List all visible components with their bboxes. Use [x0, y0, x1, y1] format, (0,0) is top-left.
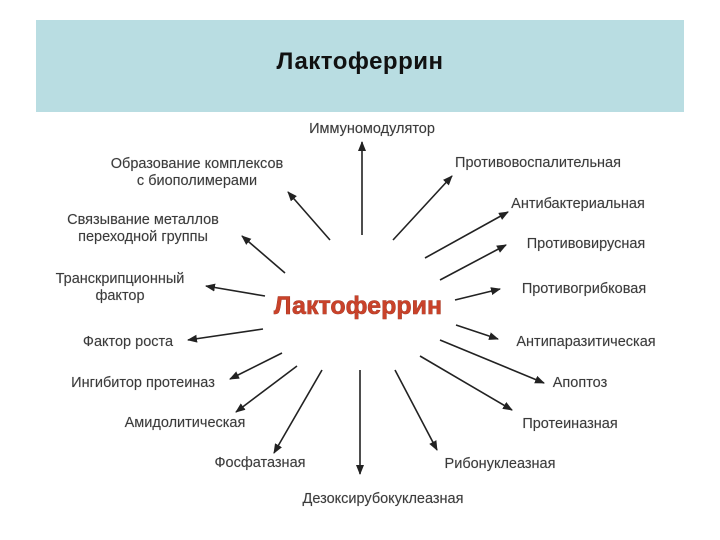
node-apoptosis: Апоптоз	[553, 375, 608, 391]
arrow-phosphatase	[273, 369, 323, 454]
node-metal-binding-line: переходной группы	[78, 229, 208, 245]
arrow-antiviral	[439, 244, 507, 281]
arrow-biopolymer-complexes	[287, 191, 331, 241]
title-bar	[36, 20, 684, 112]
slide-title: Лактоферрин	[276, 48, 444, 75]
node-biopolymer-complexes-line: с биополимерами	[137, 173, 257, 189]
node-amidolytic: Амидолитическая	[125, 415, 246, 431]
arrow-antiparasitic	[455, 324, 499, 340]
node-anti-inflammatory-line: Противовоспалительная	[455, 155, 621, 171]
node-phosphatase: Фосфатазная	[215, 455, 306, 471]
node-antiparasitic-line: Антипаразитическая	[516, 334, 655, 350]
node-antibacterial: Антибактериальная	[511, 196, 645, 212]
node-deoxyribonuclease: Дезоксирубокуклеазная	[303, 491, 464, 507]
node-antiparasitic: Антипаразитическая	[516, 334, 655, 350]
node-proteinase: Протеиназная	[522, 416, 617, 432]
node-antiviral: Противовирусная	[527, 236, 646, 252]
node-amidolytic-line: Амидолитическая	[125, 415, 246, 431]
node-phosphatase-line: Фосфатазная	[215, 455, 306, 471]
node-biopolymer-complexes-line: Образование комплексов	[111, 156, 284, 172]
node-antiviral-line: Противовирусная	[527, 236, 646, 252]
node-antibacterial-line: Антибактериальная	[511, 196, 645, 212]
arrow-transcription-factor	[205, 283, 266, 297]
node-transcription-factor-line: Транскрипционный	[56, 271, 185, 287]
arrow-metal-binding	[241, 235, 286, 274]
node-deoxyribonuclease-line: Дезоксирубокуклеазная	[303, 491, 464, 507]
node-growth-factor-line: Фактор роста	[83, 334, 174, 350]
node-protease-inhibitor: Ингибитор протеиназ	[71, 375, 215, 391]
arrow-proteinase	[419, 355, 513, 411]
node-anti-inflammatory: Противовоспалительная	[455, 155, 621, 171]
arrow-anti-inflammatory	[392, 175, 453, 241]
arrow-antifungal	[454, 287, 501, 301]
node-antifungal: Противогрибковая	[522, 281, 646, 297]
node-transcription-factor-line: фактор	[95, 288, 144, 304]
arrow-growth-factor	[187, 328, 264, 343]
center-label: Лактоферрин	[274, 292, 442, 320]
node-proteinase-line: Протеиназная	[522, 416, 617, 432]
node-ribonuclease-line: Рибонуклеазная	[445, 456, 556, 472]
node-apoptosis-line: Апоптоз	[553, 375, 608, 391]
node-growth-factor: Фактор роста	[83, 334, 174, 350]
arrow-antibacterial	[424, 211, 509, 259]
arrow-apoptosis	[439, 339, 545, 384]
node-immunomodulator-line: Иммуномодулятор	[309, 121, 435, 137]
node-antifungal-line: Противогрибковая	[522, 281, 646, 297]
node-protease-inhibitor-line: Ингибитор протеиназ	[71, 375, 215, 391]
arrow-ribonuclease	[394, 369, 438, 451]
arrow-amidolytic	[235, 365, 298, 413]
node-metal-binding-line: Связывание металлов	[67, 212, 219, 228]
arrow-protease-inhibitor	[229, 352, 283, 380]
node-immunomodulator: Иммуномодулятор	[309, 121, 435, 137]
node-ribonuclease: Рибонуклеазная	[445, 456, 556, 472]
